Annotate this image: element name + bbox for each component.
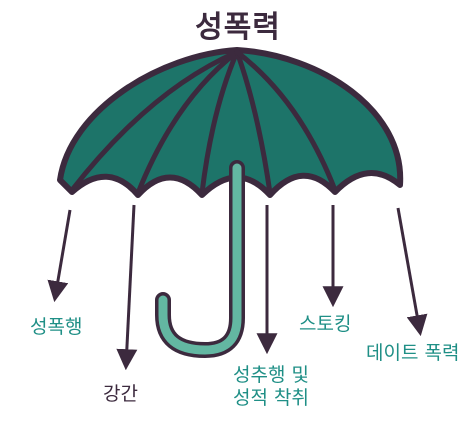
arrows: [47, 204, 428, 371]
label-rape: 강간: [103, 383, 138, 405]
arrow-rape: [116, 204, 138, 371]
label-dating-violence: 데이트 폭력: [366, 342, 460, 364]
diagram-title: 성폭력: [195, 10, 281, 45]
label-sexual-abuse-line2: 성적 착취: [233, 387, 309, 409]
label-sexual-abuse-line1: 성추행 및: [233, 364, 309, 386]
label-stalking: 스토킹: [299, 313, 352, 335]
label-sexual-abuse: 성추행 및 성적 착취: [221, 364, 321, 410]
umbrella-ribs: [69, 49, 338, 196]
arrow-dating-violence: [396, 207, 428, 337]
label-sexual-assault: 성폭행: [30, 316, 83, 338]
arrow-sexual-assault: [47, 209, 72, 303]
